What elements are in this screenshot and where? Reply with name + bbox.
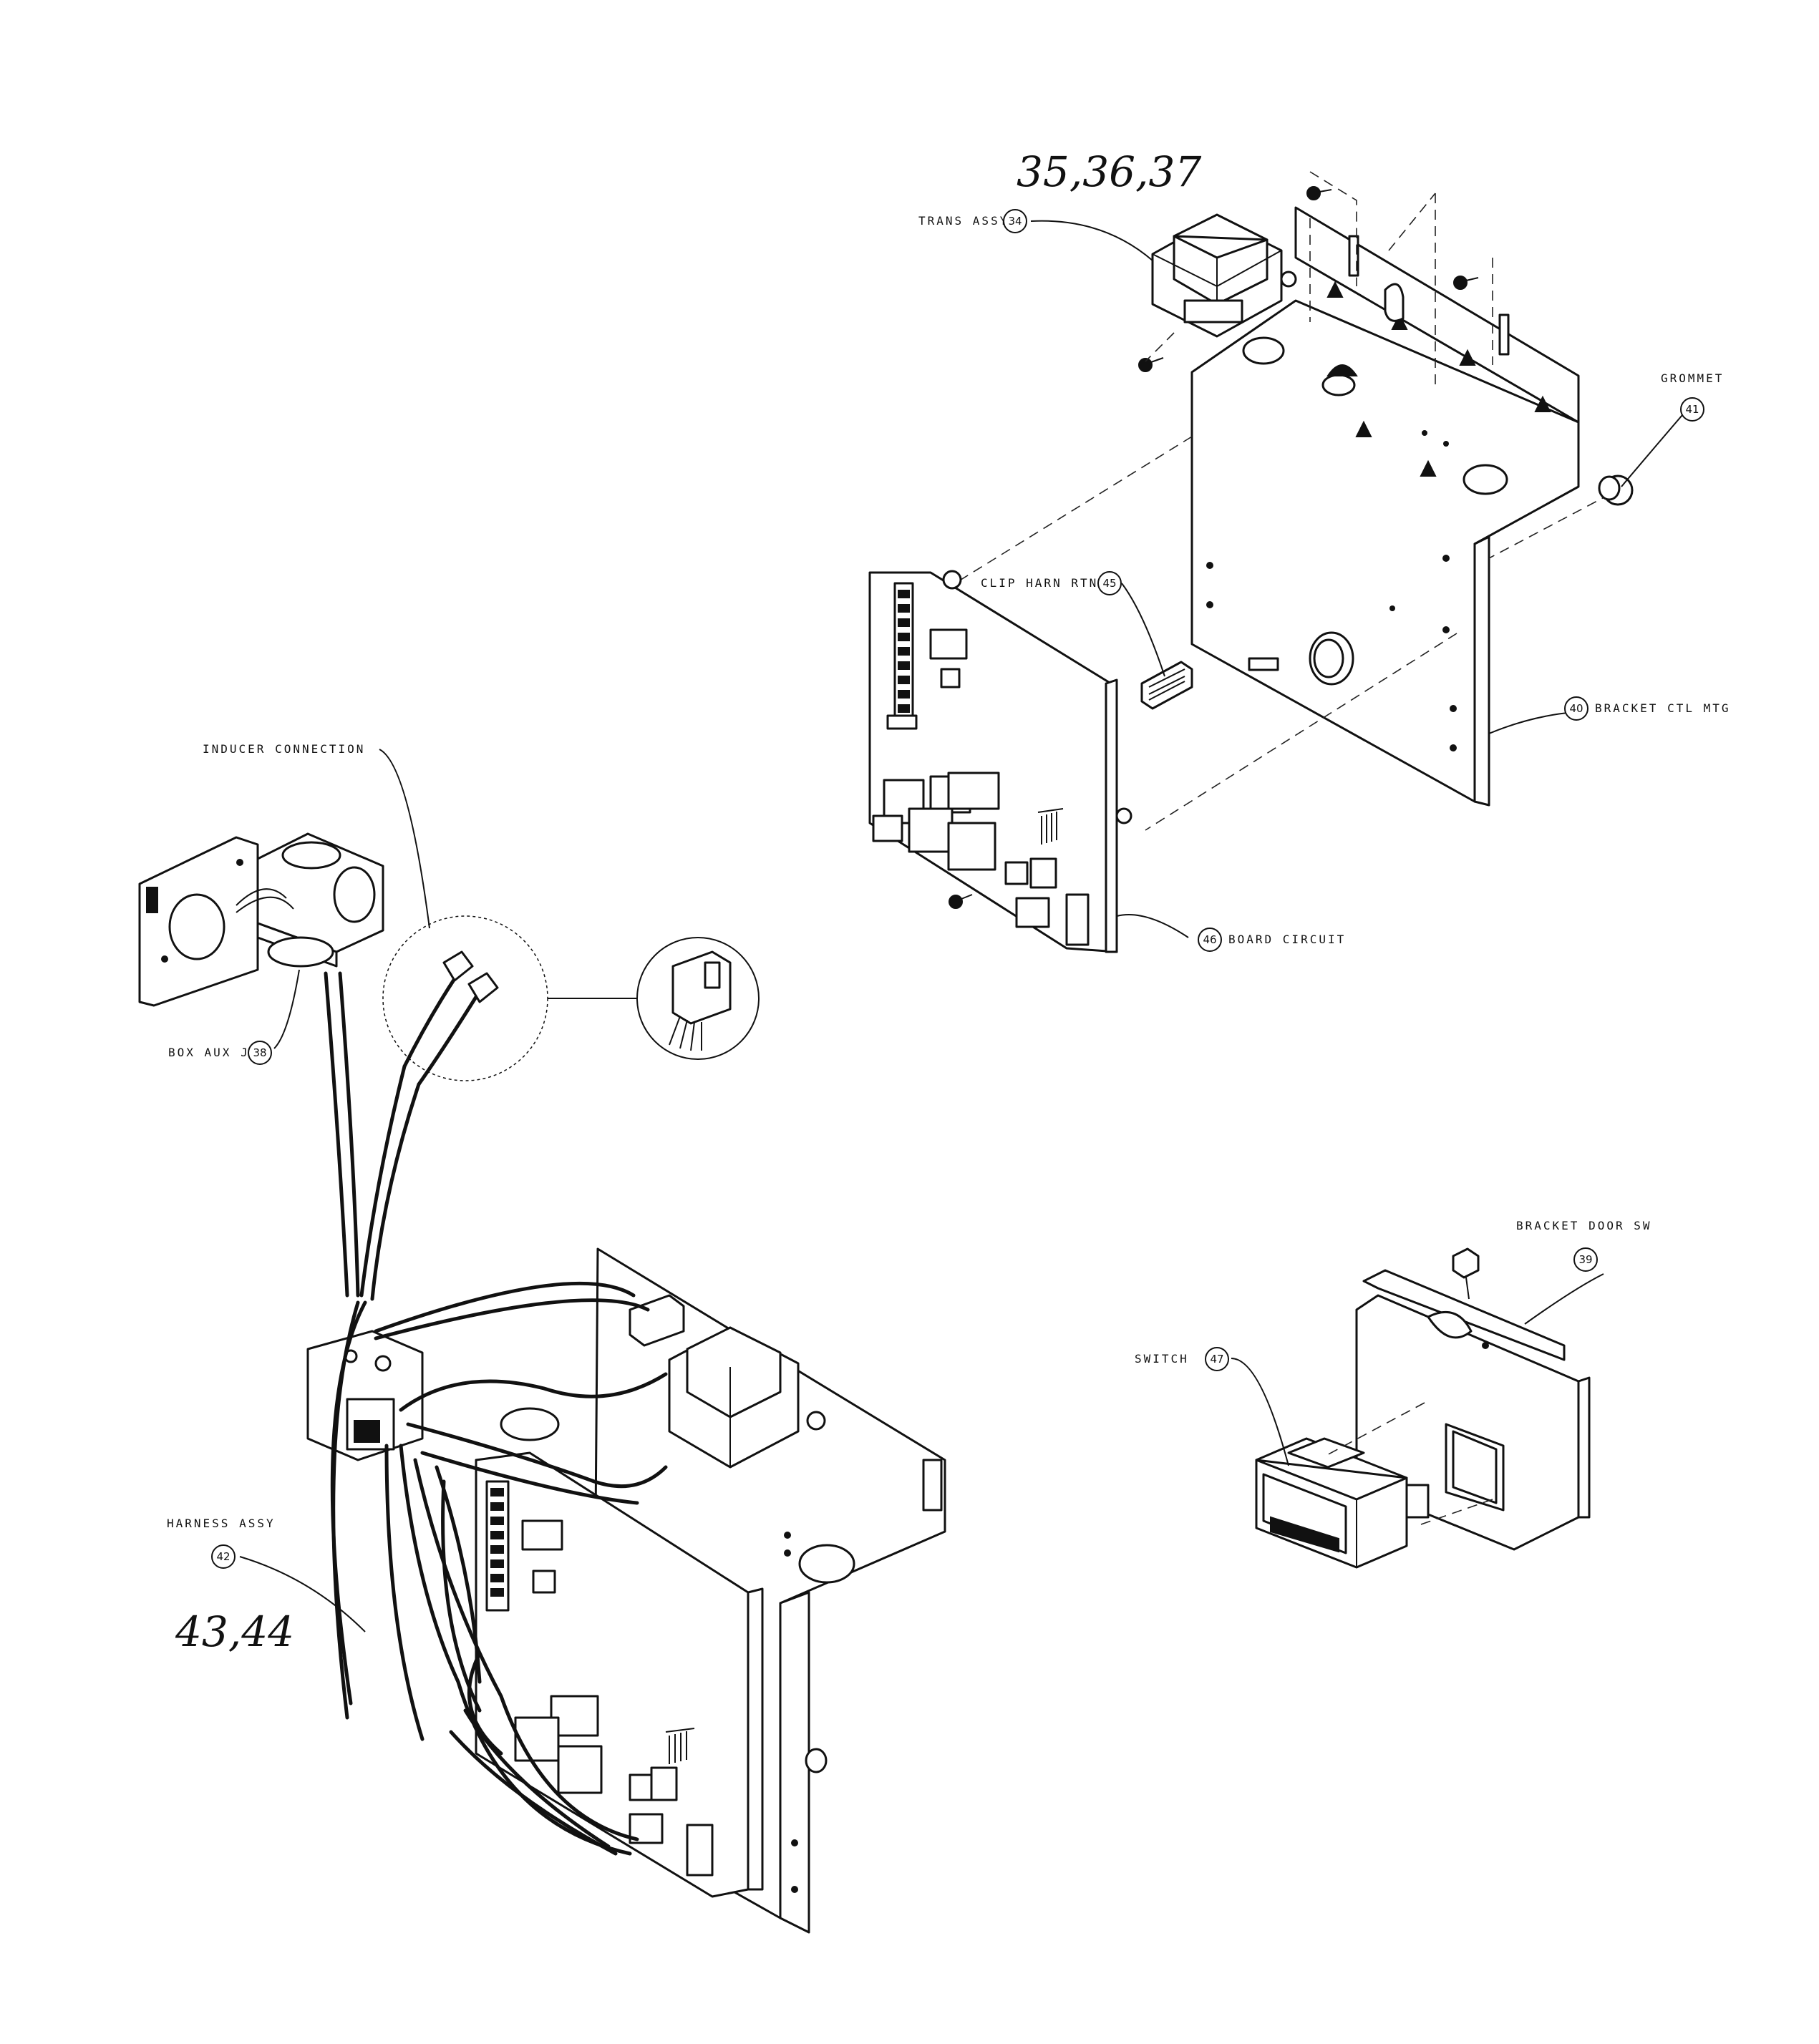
callout-switch-number: 47: [1210, 1353, 1223, 1366]
callout-switch-label: SWITCH: [1135, 1352, 1189, 1366]
inducer-connection-detail: [382, 915, 760, 1086]
callout-harness-assy-label: HARNESS ASSY: [167, 1517, 276, 1530]
callout-trans-assy-number: 34: [1008, 215, 1022, 228]
bracket-ctl-mtg-part: [1190, 171, 1580, 807]
callout-bracket-door-sw-label: BRACKET DOOR SW: [1516, 1219, 1652, 1232]
callout-bracket-door-sw-number: 39: [1578, 1253, 1592, 1266]
grommet-part: [1598, 474, 1634, 506]
switch-part: [1255, 1402, 1493, 1569]
box-aux-j-part: [138, 832, 384, 1007]
callout-trans-assy-label: TRANS ASSY: [918, 214, 1009, 228]
callout-switch: SWITCH 47: [1135, 1347, 1229, 1371]
callout-clip-harn-rtnr: CLIP HARN RTNR 45: [981, 571, 1122, 595]
callout-inducer-connection: INDUCER CONNECTION: [203, 742, 365, 756]
callout-inducer-connection-label: INDUCER CONNECTION: [203, 742, 365, 756]
callout-grommet-number: 41: [1685, 403, 1699, 416]
callout-grommet-label: GROMMET: [1661, 371, 1724, 385]
callout-box-aux-j-number: 38: [253, 1046, 266, 1059]
callout-harness-assy-number: 42: [216, 1550, 230, 1563]
callout-badge: [1573, 1247, 1598, 1272]
callout-box-aux-j: BOX AUX J 38: [168, 1041, 272, 1065]
handwritten-bottom-numbers: 43,44: [175, 1607, 294, 1656]
board-circuit-part: [868, 570, 1132, 953]
harness-assy-wires: [324, 971, 668, 1856]
callout-board-circuit-label: BOARD CIRCUIT: [1228, 933, 1346, 946]
callout-badge: [248, 1041, 272, 1065]
callout-badge: [211, 1544, 236, 1569]
transformer-part: [1151, 213, 1297, 338]
callout-bracket-ctl-mtg: 40 BRACKET CTL MTG: [1564, 696, 1731, 721]
callout-badge: [1097, 571, 1122, 595]
callout-grommet: GROMMET 41: [1661, 371, 1724, 422]
callout-clip-harn-rtnr-label: CLIP HARN RTNR: [981, 576, 1107, 590]
callout-badge: [1003, 209, 1027, 233]
callout-badge: [1564, 696, 1588, 721]
callout-board-circuit-number: 46: [1203, 933, 1216, 946]
leader-lines: [239, 220, 1683, 1632]
callout-harness-assy: HARNESS ASSY 42: [167, 1517, 276, 1569]
callout-board-circuit: 46 BOARD CIRCUIT: [1198, 928, 1346, 952]
callout-clip-harn-rtnr-number: 45: [1102, 577, 1116, 590]
callout-trans-assy: TRANS ASSY 34: [918, 209, 1027, 233]
clip-harn-rtnr-part: [1140, 661, 1193, 710]
callout-badge: [1205, 1347, 1229, 1371]
callout-badge: [1680, 397, 1704, 422]
lower-assembly: [306, 1247, 946, 1934]
callout-bracket-ctl-mtg-number: 40: [1569, 702, 1583, 715]
screw-part: [949, 186, 1479, 909]
callout-bracket-ctl-mtg-label: BRACKET CTL MTG: [1595, 701, 1731, 715]
callout-box-aux-j-label: BOX AUX J: [168, 1046, 250, 1059]
callout-bracket-door-sw: BRACKET DOOR SW 39: [1516, 1219, 1652, 1272]
callout-badge: [1198, 928, 1222, 952]
handwritten-top-numbers: 35,36,37: [1017, 147, 1201, 196]
